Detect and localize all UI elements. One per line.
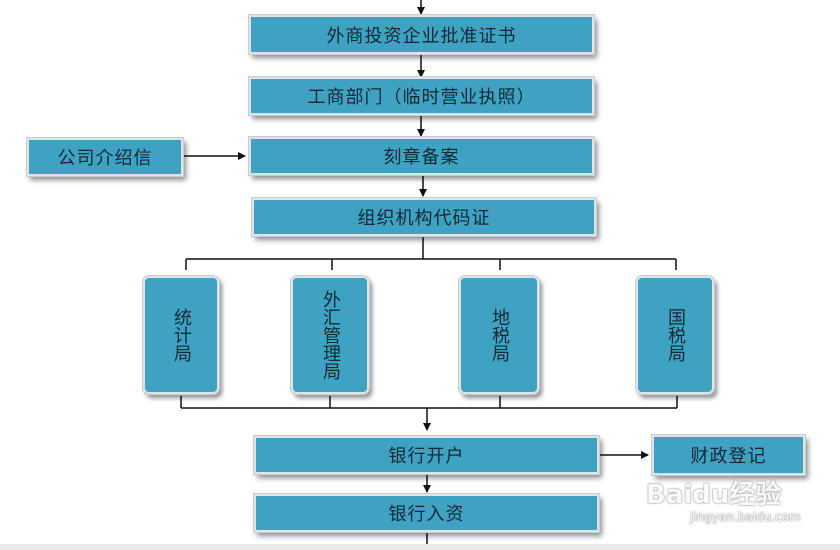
baidu-watermark-url: jingyan.baidu.com <box>690 510 801 524</box>
node-seal-filing: 刻章备案 <box>248 136 595 176</box>
node-letter-label: 公司介绍信 <box>57 148 153 169</box>
node-forex-bureau: 外汇管理局 <box>290 275 370 395</box>
node-org-code: 组织机构代码证 <box>251 197 597 237</box>
node-localtax-label: 地税局 <box>489 308 510 362</box>
node-bank-capital-deposit: 银行入资 <box>253 493 600 533</box>
node-bankdeposit-label: 银行入资 <box>388 504 465 525</box>
node-approval-label: 外商投资企业批准证书 <box>326 25 517 47</box>
node-forex-label: 外汇管理局 <box>320 290 341 380</box>
node-approval-certificate: 外商投资企业批准证书 <box>248 14 595 55</box>
node-local-tax-bureau: 地税局 <box>458 275 540 395</box>
bottom-edge-strip <box>0 544 840 550</box>
node-industry-commerce: 工商部门（临时营业执照） <box>248 76 595 116</box>
node-industry-label: 工商部门（临时营业执照） <box>307 87 536 108</box>
node-seal-label: 刻章备案 <box>383 147 460 168</box>
node-company-letter: 公司介绍信 <box>26 137 184 177</box>
node-stats-label: 统计局 <box>171 308 192 362</box>
node-nationaltax-label: 国税局 <box>665 308 686 362</box>
node-orgcode-label: 组织机构代码证 <box>357 208 491 229</box>
node-finance-label: 财政登记 <box>690 446 767 467</box>
baidu-watermark-logo: Baidu经验 <box>646 480 782 510</box>
node-finance-registration: 财政登记 <box>651 434 806 476</box>
node-bankopen-label: 银行开户 <box>388 446 465 467</box>
node-bank-account-opening: 银行开户 <box>253 435 600 475</box>
node-statistics-bureau: 统计局 <box>142 275 220 395</box>
node-national-tax-bureau: 国税局 <box>635 275 715 395</box>
